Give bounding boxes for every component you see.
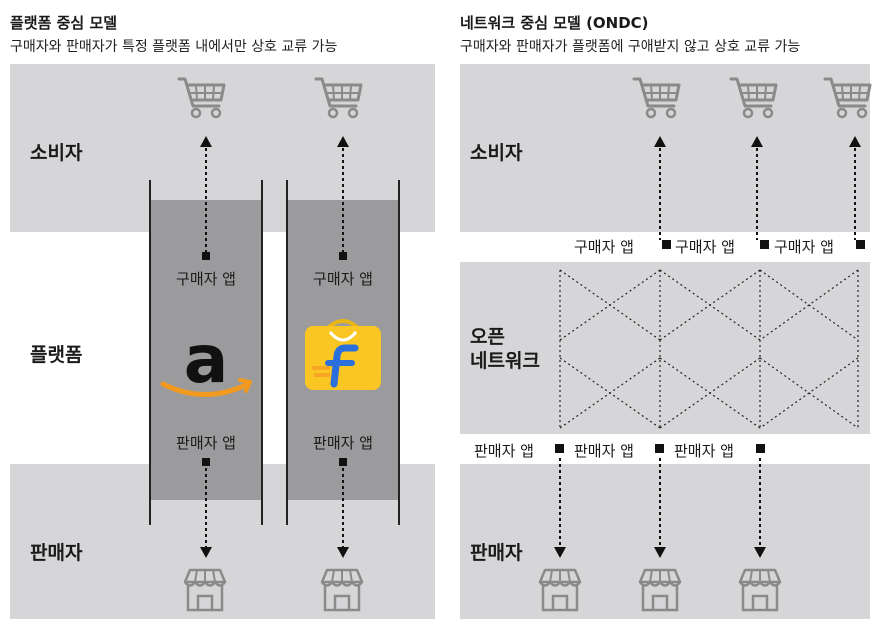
right-network-label-line2: 네트워크 (470, 350, 540, 372)
amazon-buyer-app-label: 구매자 앱 (176, 270, 236, 288)
arrow-up-icon (654, 136, 666, 147)
store-icon (638, 568, 682, 612)
connector-square (555, 444, 564, 453)
network-buyer-app-label-1: 구매자 앱 (574, 238, 634, 256)
shopping-cart-icon (632, 77, 681, 119)
connector-square (202, 458, 210, 466)
right-network-band (460, 262, 870, 434)
left-platform-label: 플랫폼 (30, 344, 83, 366)
right-consumer-label: 소비자 (470, 142, 523, 164)
store-icon (320, 568, 364, 612)
shopping-cart-icon (729, 77, 778, 119)
arrow-down-icon (754, 547, 766, 558)
right-title: 네트워크 중심 모델 (ONDC) (460, 14, 649, 32)
connector-square (339, 458, 347, 466)
arrow-up-icon (337, 136, 349, 147)
left-subtitle: 구매자와 판매자가 특정 플랫폼 내에서만 상호 교류 가능 (10, 39, 338, 55)
network-buyer-app-label-3: 구매자 앱 (774, 238, 834, 256)
flipkart-seller-app-label: 판매자 앱 (313, 434, 373, 452)
shopping-cart-icon (177, 77, 226, 119)
left-title: 플랫폼 중심 모델 (10, 14, 118, 32)
platform-borders (149, 180, 400, 525)
amazon-logo: a (160, 321, 252, 398)
right-seller-label: 판매자 (470, 542, 523, 564)
right-network-label-line1: 오픈 (470, 326, 505, 348)
connector-square (662, 240, 671, 249)
arrow-up-icon (751, 136, 763, 147)
store-icon (538, 568, 582, 612)
right-seller-band (460, 464, 870, 619)
network-seller-app-label-2: 판매자 앱 (574, 442, 634, 460)
network-buyer-app-label-2: 구매자 앱 (675, 238, 735, 256)
shopping-cart-icon (314, 77, 363, 119)
open-network-mesh (559, 269, 859, 429)
arrow-down-icon (654, 547, 666, 558)
connector-square (756, 444, 765, 453)
store-icon (738, 568, 782, 612)
arrow-up-icon (849, 136, 861, 147)
svg-text:a: a (184, 321, 229, 398)
flipkart-logo (305, 319, 381, 390)
right-subtitle: 구매자와 판매자가 플랫폼에 구애받지 않고 상호 교류 가능 (460, 39, 801, 55)
connector-square (202, 252, 210, 260)
network-seller-app-label-3: 판매자 앱 (674, 442, 734, 460)
arrow-up-icon (200, 136, 212, 147)
arrow-down-icon (554, 547, 566, 558)
connector-square (655, 444, 664, 453)
store-icon (183, 568, 227, 612)
left-consumer-label: 소비자 (30, 142, 83, 164)
arrow-down-icon (200, 547, 212, 558)
connector-square (856, 240, 865, 249)
connector-square (760, 240, 769, 249)
shopping-cart-icon (823, 77, 872, 119)
left-seller-label: 판매자 (30, 542, 83, 564)
network-seller-app-label-1: 판매자 앱 (474, 442, 534, 460)
amazon-seller-app-label: 판매자 앱 (176, 434, 236, 452)
flipkart-buyer-app-label: 구매자 앱 (313, 270, 373, 288)
connector-square (339, 252, 347, 260)
arrow-down-icon (337, 547, 349, 558)
